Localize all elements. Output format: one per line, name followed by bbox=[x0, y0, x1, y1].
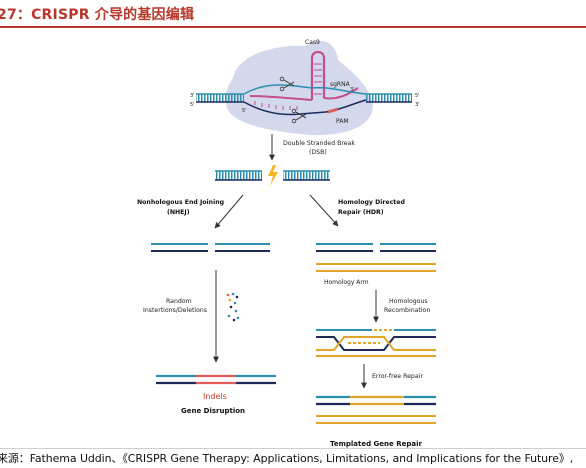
nhej-arrow bbox=[214, 194, 244, 229]
broken-dna bbox=[215, 170, 330, 181]
cas9-complex bbox=[196, 40, 412, 136]
hdr-label: Homology Directed bbox=[338, 199, 405, 206]
donor-template bbox=[316, 263, 436, 272]
figure-header: 27：CRISPR 介导的基因编辑 bbox=[0, 0, 586, 28]
hdr-label: Repair (HDR) bbox=[338, 209, 384, 216]
source-divider bbox=[0, 448, 586, 449]
target-dna bbox=[196, 84, 412, 116]
dsb-label: (DSB) bbox=[309, 149, 327, 156]
hdr-broken-strands bbox=[316, 243, 436, 252]
random-label: Instertions/Deletions bbox=[143, 307, 207, 314]
dna-end-label: 5' bbox=[190, 102, 195, 108]
repaired-dna bbox=[316, 395, 436, 424]
dna-end-label: 5' bbox=[415, 93, 420, 99]
recombination-crossover bbox=[316, 329, 436, 357]
pam-label: PAM bbox=[336, 118, 349, 125]
nucleotide-fragments-icon bbox=[226, 292, 240, 322]
figure-title: 27：CRISPR 介导的基因编辑 bbox=[0, 7, 195, 23]
crispr-diagram: Cas9 sgRNA PAM 3' 5' 5' 3' 5' 3' Double … bbox=[137, 39, 436, 448]
error-free-label: Error-free Repair bbox=[372, 373, 423, 380]
random-label: Random bbox=[166, 298, 192, 305]
sgrna-label: sgRNA bbox=[330, 81, 351, 88]
homology-arm-label: Homology Arm bbox=[324, 279, 369, 286]
cas9-label: Cas9 bbox=[305, 39, 320, 46]
nhej-broken-strands bbox=[151, 243, 270, 252]
nhej-label: Nonhologous End Joining bbox=[137, 199, 224, 206]
sgrna-hairpin bbox=[310, 50, 359, 100]
homologous-label: Recombination bbox=[384, 307, 430, 314]
scissors-icon bbox=[291, 108, 307, 124]
nhej-label: (NHEJ) bbox=[167, 209, 190, 216]
cas9-protein-blob bbox=[225, 40, 373, 136]
dna-end-label: 3' bbox=[350, 87, 355, 93]
scissors-icon bbox=[279, 76, 295, 92]
indels-label: Indels bbox=[203, 392, 227, 401]
homologous-label: Homologous bbox=[389, 298, 428, 305]
dna-end-label: 5' bbox=[242, 108, 247, 114]
header-divider bbox=[0, 26, 586, 28]
indel-dna bbox=[156, 374, 276, 385]
dna-end-label: 3' bbox=[415, 102, 420, 108]
templated-gene-repair-label: Templated Gene Repair bbox=[330, 440, 422, 448]
dsb-label: Double Stranded Break bbox=[283, 140, 355, 147]
lightning-icon bbox=[268, 165, 278, 186]
hdr-arrow bbox=[309, 194, 339, 227]
source-citation: 来源：Fathema Uddin、《CRISPR Gene Therapy: A… bbox=[0, 452, 574, 465]
dna-end-label: 3' bbox=[190, 93, 195, 99]
gene-disruption-label: Gene Disruption bbox=[181, 407, 245, 415]
